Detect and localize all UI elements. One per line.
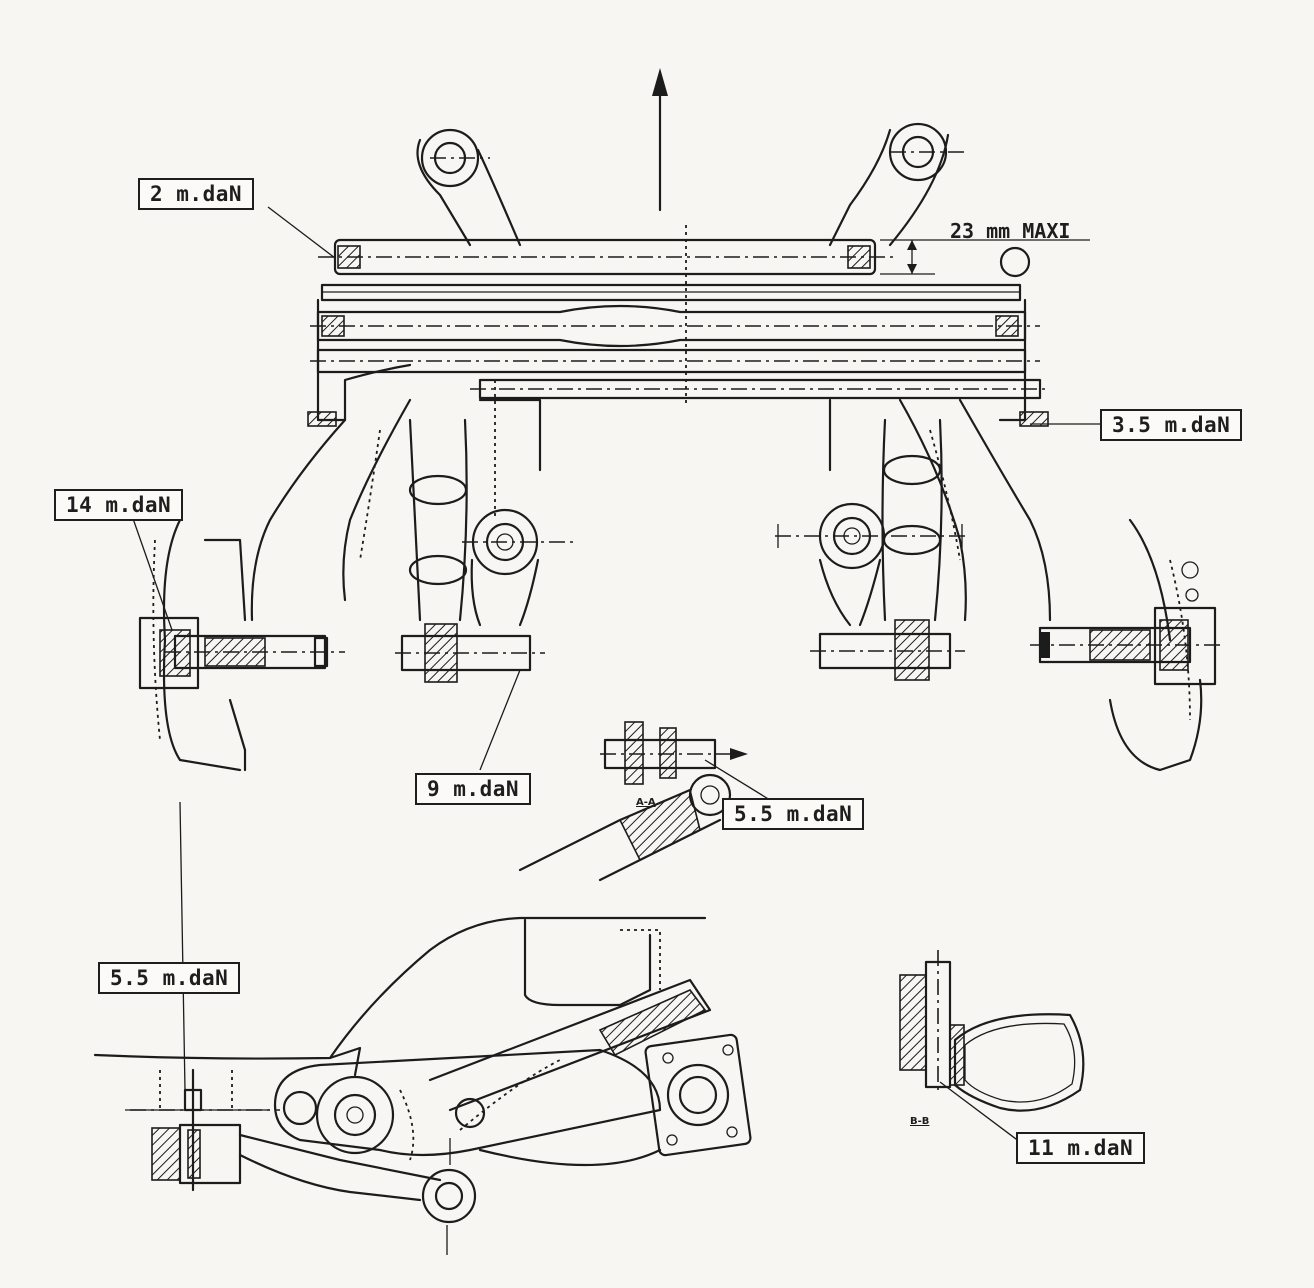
clearance-dimension — [880, 239, 1090, 278]
center-right-bushing — [810, 619, 965, 681]
torque-label-5-5-mdan-section: 5.5 m.daN — [722, 798, 865, 830]
torque-label-9-mdan: 9 m.daN — [415, 773, 532, 805]
section-aa-detail — [600, 721, 748, 785]
leader-lines-bottom — [179, 801, 1021, 1143]
torque-label-14-mdan: 14 m.daN — [54, 489, 184, 521]
section-aa-mark: A-A — [636, 797, 656, 808]
torque-label-2-mdan: 2 m.daN — [138, 178, 255, 210]
leader-lines-top — [129, 206, 1100, 801]
upper-left-arm — [416, 128, 522, 247]
top-view-assembly — [138, 68, 1225, 785]
direction-arrow-icon — [652, 68, 668, 212]
section-bb-mark: B-B — [910, 1116, 930, 1127]
side-view-assembly — [93, 773, 752, 1255]
left-pivot-bolt — [138, 616, 345, 690]
torque-label-5-5-mdan-bottom: 5.5 m.daN — [98, 962, 241, 994]
left-side-frame — [152, 298, 412, 772]
right-trailing-arm — [775, 398, 970, 627]
right-side-frame — [898, 298, 1203, 772]
left-trailing-arm — [408, 380, 578, 627]
section-bb-detail — [899, 950, 1085, 1112]
cross-member-tubes — [310, 225, 1050, 405]
center-left-bushing — [395, 623, 545, 683]
torque-label-11-mdan: 11 m.daN — [1016, 1132, 1146, 1164]
right-pivot-bolt — [1030, 606, 1225, 686]
torque-label-3-5-mdan: 3.5 m.daN — [1100, 409, 1243, 441]
clearance-label-23mm: 23 mm MAXI — [950, 219, 1071, 243]
upper-right-arm — [828, 122, 965, 247]
